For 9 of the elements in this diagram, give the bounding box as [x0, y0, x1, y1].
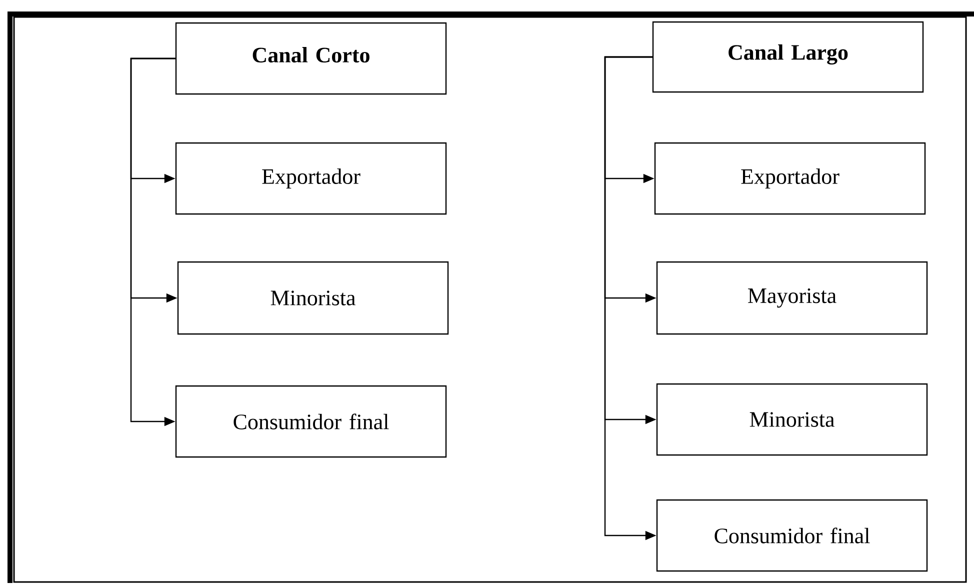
- process-box: Mayorista: [656, 261, 928, 335]
- process-box: Consumidor final: [656, 499, 928, 572]
- header-box: Canal Largo: [652, 21, 924, 93]
- header-box: Canal Corto: [175, 22, 447, 95]
- process-box: Consumidor final: [175, 385, 447, 458]
- process-box: Exportador: [654, 142, 926, 215]
- process-box: Exportador: [175, 142, 447, 215]
- process-box: Minorista: [656, 383, 928, 456]
- process-box: Minorista: [177, 261, 449, 335]
